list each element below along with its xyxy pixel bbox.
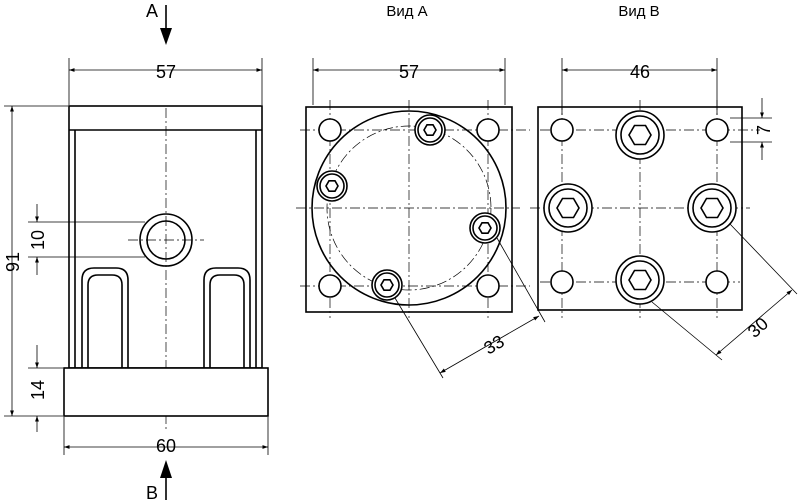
dim-view-b-width: 46	[630, 62, 650, 82]
dim-front-width-top: 57	[156, 62, 176, 82]
socket-screw	[615, 110, 665, 160]
mounting-hole	[705, 118, 729, 142]
mounting-hole	[705, 270, 729, 294]
view-b: Вид В 46	[530, 3, 798, 361]
view-arrow-b-label: B	[146, 483, 158, 503]
socket-screw	[615, 255, 665, 305]
front-slot-right-inner	[209, 274, 245, 368]
dimension-line	[715, 289, 793, 356]
view-a-title: Вид А	[386, 3, 427, 20]
dim-front-height: 91	[3, 252, 23, 272]
extension-line	[651, 301, 723, 361]
view-arrow-a-label: A	[146, 1, 158, 21]
dim-view-b-hole: 7	[754, 125, 774, 135]
socket-screw	[469, 212, 501, 244]
front-base	[63, 367, 269, 417]
mounting-hole	[318, 274, 342, 298]
dim-front-base: 14	[28, 380, 48, 400]
dim-front-width-bottom: 60	[156, 436, 176, 456]
dimension-line	[439, 315, 540, 374]
socket-screw	[316, 170, 348, 202]
socket-screw	[414, 114, 446, 146]
dim-view-b-diagonal: 30	[744, 313, 772, 341]
dim-view-a-diagonal: 33	[480, 331, 507, 358]
front-view: A 57 91 10	[3, 1, 269, 503]
mounting-hole	[550, 270, 574, 294]
dim-front-hole: 10	[28, 230, 48, 250]
mounting-hole	[318, 118, 342, 142]
view-a: Вид А 57	[296, 3, 546, 379]
extension-line	[496, 237, 546, 323]
socket-screw	[371, 269, 403, 301]
view-b-title: Вид В	[618, 3, 659, 20]
extension-line	[729, 223, 798, 295]
bolt-circle	[326, 125, 492, 291]
mounting-hole	[476, 274, 500, 298]
socket-screw	[687, 183, 737, 233]
extension-line	[394, 297, 444, 379]
front-slot-right	[203, 267, 251, 368]
mounting-hole	[476, 118, 500, 142]
mounting-hole	[550, 118, 574, 142]
front-body	[68, 105, 263, 369]
socket-screw	[543, 183, 593, 233]
front-slot-left-inner	[87, 274, 123, 368]
dim-view-a-width: 57	[399, 62, 419, 82]
view-arrow-a-head	[160, 28, 172, 45]
view-arrow-b-head	[160, 460, 172, 478]
front-slot-left	[81, 267, 129, 368]
view-a-cover	[311, 110, 507, 306]
